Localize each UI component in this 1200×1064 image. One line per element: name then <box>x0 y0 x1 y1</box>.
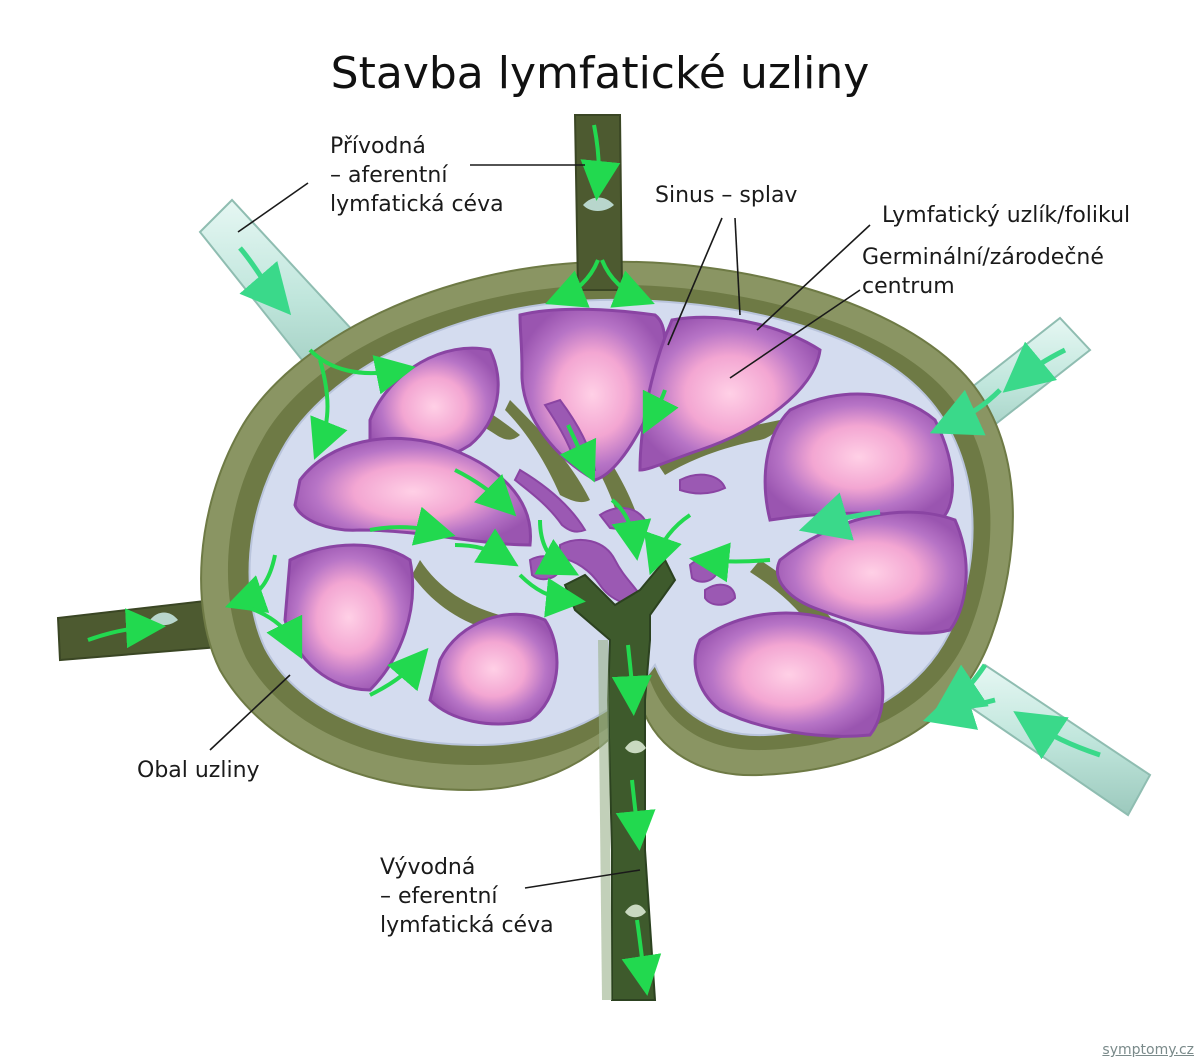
label-sinus: Sinus – splav <box>655 183 798 208</box>
flow-arrows <box>224 348 771 697</box>
label-afferent-line1: Přívodná <box>330 134 426 159</box>
efferent-vessel <box>563 558 677 1001</box>
label-afferent-line2: – aferentní <box>330 163 448 188</box>
leader-lines <box>209 164 871 889</box>
label-efferent: Vývodná – eferentní lymfatická céva <box>380 853 554 940</box>
label-germinal-line2: centrum <box>862 274 955 299</box>
leader-efferent <box>524 869 641 889</box>
follicles <box>283 307 968 738</box>
label-afferent: Přívodná – aferentní lymfatická céva <box>330 132 504 219</box>
leader-sinus-2 <box>734 217 741 316</box>
follicle-6 <box>775 510 968 635</box>
watermark[interactable]: symptomy.cz <box>1102 1042 1194 1058</box>
label-germinal-line1: Germinální/zárodečné <box>862 245 1104 270</box>
leader-sinus-1 <box>667 217 723 346</box>
leader-capsule <box>209 674 291 751</box>
follicle-8 <box>428 612 559 726</box>
flow-arrows-capsule <box>798 388 1002 730</box>
leader-afferent-left <box>237 182 309 233</box>
label-follicle: Lymfatický uzlík/folikul <box>882 203 1131 228</box>
follicle-4 <box>293 436 532 547</box>
afferent-vessel-bottom-right <box>958 663 1152 817</box>
label-efferent-line2: – eferentní <box>380 884 498 909</box>
follicle-1 <box>518 307 667 482</box>
label-capsule: Obal uzliny <box>137 758 260 783</box>
label-germinal: Germinální/zárodečné centrum <box>862 243 1104 301</box>
follicle-9 <box>693 611 885 738</box>
label-afferent-line3: lymfatická céva <box>330 192 504 217</box>
leader-follicle <box>756 224 871 331</box>
label-efferent-line1: Vývodná <box>380 855 476 880</box>
label-efferent-line3: lymfatická céva <box>380 913 554 938</box>
diagram-title: Stavba lymfatické uzliny <box>330 48 870 99</box>
follicle-7 <box>283 543 415 692</box>
leader-germinal <box>729 289 861 379</box>
follicle-5 <box>763 392 954 522</box>
afferent-vessel-top <box>545 114 655 308</box>
